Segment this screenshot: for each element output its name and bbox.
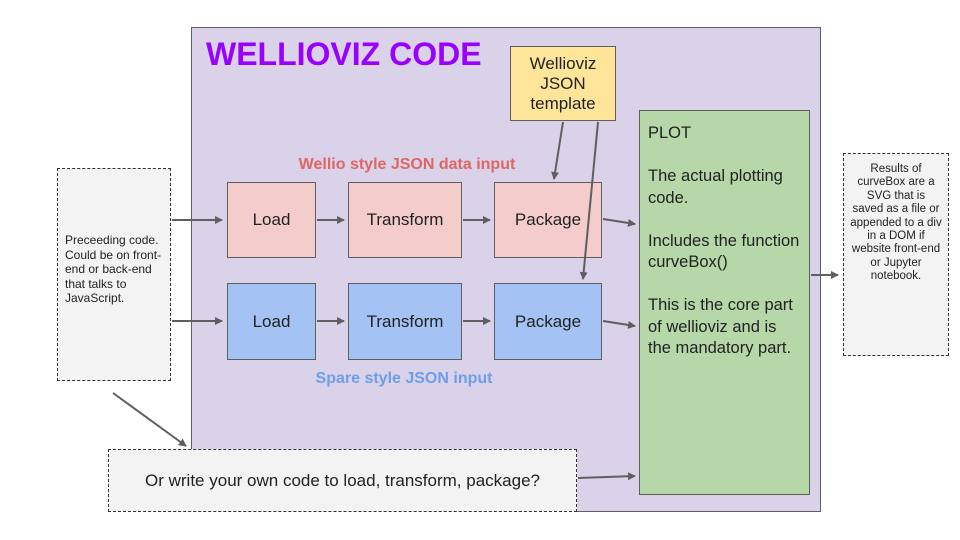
plot-paragraph-1: The actual plotting code. — [648, 167, 783, 207]
template-box-text: Wellioviz JSON template — [530, 54, 597, 114]
spare-package-box[interactable]: Package — [494, 283, 602, 360]
wellio-package-box[interactable]: Package — [494, 182, 602, 258]
own-code-text: Or write your own code to load, transfor… — [145, 470, 540, 490]
spare-load-box[interactable]: Load — [227, 283, 316, 360]
template-line-2: JSON — [540, 73, 586, 93]
arrow-template-to-spare-package — [579, 121, 599, 280]
arrow-wellio-package-to-plot — [602, 218, 636, 227]
wellio-load-box[interactable]: Load — [227, 182, 316, 258]
results-note: Results of curveBox are a SVG that is sa… — [843, 153, 949, 356]
results-text: Results of curveBox are a SVG that is sa… — [850, 163, 942, 283]
plot-box[interactable]: PLOT The actual plotting code. Includes … — [639, 110, 810, 495]
template-line-1: Wellioviz — [529, 53, 597, 73]
arrow-spare-package-to-plot — [602, 320, 636, 329]
region-title: WELLIOVIZ CODE — [206, 36, 482, 72]
arrow-left-note-to-own-code — [112, 392, 187, 447]
arrow-template-to-wellio-package — [551, 121, 564, 180]
template-box[interactable]: Wellioviz JSON template — [510, 46, 616, 121]
plot-paragraph-3: This is the core part of wellioviz and i… — [648, 296, 793, 357]
plot-heading: PLOT — [648, 124, 692, 142]
spare-row-label: Spare style JSON input — [315, 370, 493, 387]
preceding-code-note: Preceeding code. Could be on front-end o… — [57, 168, 171, 381]
plot-paragraph-2: Includes the function curveBox() — [648, 231, 800, 272]
preceding-code-text: Preceeding code. Could be on front-end o… — [65, 233, 162, 305]
spare-transform-box[interactable]: Transform — [348, 283, 462, 360]
wellio-transform-box[interactable]: Transform — [348, 182, 462, 258]
wellio-row-label: Wellio style JSON data input — [298, 156, 516, 173]
template-line-3: template — [530, 93, 596, 113]
own-code-note[interactable]: Or write your own code to load, transfor… — [108, 449, 577, 512]
arrow-own-code-to-plot — [577, 472, 636, 481]
